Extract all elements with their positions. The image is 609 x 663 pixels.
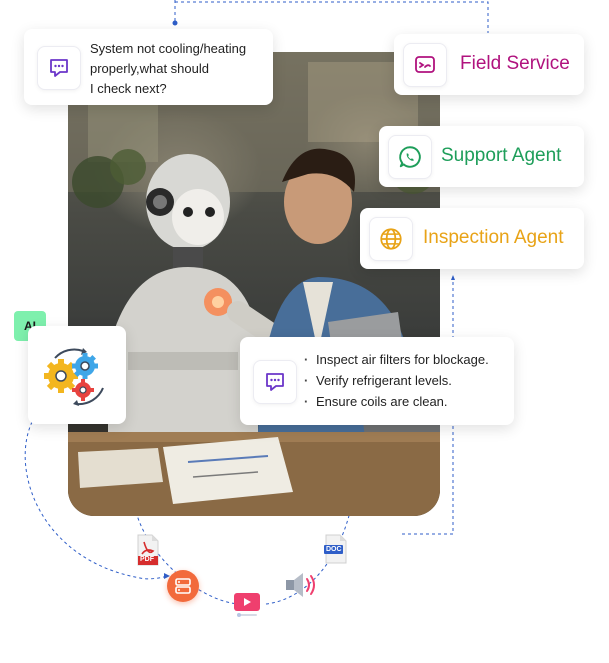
globe-icon-box [369,217,413,261]
agent-card-field-service[interactable]: Field Service [394,34,584,95]
globe-icon [380,228,402,250]
query-line: System not cooling/heating [90,41,247,56]
answer-bubble: Inspect air filters for blockage. Verify… [240,337,514,425]
agent-label-support: Support Agent [441,145,562,166]
field-service-icon-box [403,43,447,87]
agent-card-support[interactable]: Support Agent [379,126,584,187]
chat-bubble-icon [50,59,68,77]
video-icon [234,593,260,617]
speaker-icon [286,573,315,597]
answer-item: Verify refrigerant levels. [304,370,489,391]
answer-item: Inspect air filters for blockage. [304,349,489,370]
pdf-file[interactable]: PDF [136,534,160,566]
query-line: properly,what should [90,61,209,76]
video-item[interactable] [233,592,261,618]
hero-photo [68,52,440,516]
agent-label-field-service: Field Service [460,53,570,74]
query-bubble: System not cooling/heating properly,what… [24,29,273,105]
query-line: I check next? [90,81,167,96]
pdf-file-icon [137,534,159,566]
doc-file-icon [324,534,347,564]
agent-label-inspection: Inspection Agent [423,227,564,248]
whatsapp-icon [399,146,421,168]
gears-icon [44,348,104,406]
pdf-label: PDF [140,556,154,563]
doc-label: DOC [326,546,342,553]
query-chat-icon-box [37,46,81,90]
doc-file[interactable]: DOC [324,534,348,564]
answer-item: Ensure coils are clean. [304,391,489,412]
whatsapp-icon-box [388,135,432,179]
automation-card [28,326,126,424]
agent-card-inspection[interactable]: Inspection Agent [360,208,584,269]
answer-list: Inspect air filters for blockage. Verify… [304,349,489,412]
answer-chat-icon-box [253,360,297,404]
query-text: System not cooling/heating properly,what… [90,39,246,99]
storage-item[interactable] [167,570,199,602]
chat-bubble-icon [266,373,284,391]
server-icon [175,578,191,594]
audio-item[interactable] [285,570,321,600]
field-service-icon [415,56,435,73]
robot-technician-illustration [68,52,440,516]
